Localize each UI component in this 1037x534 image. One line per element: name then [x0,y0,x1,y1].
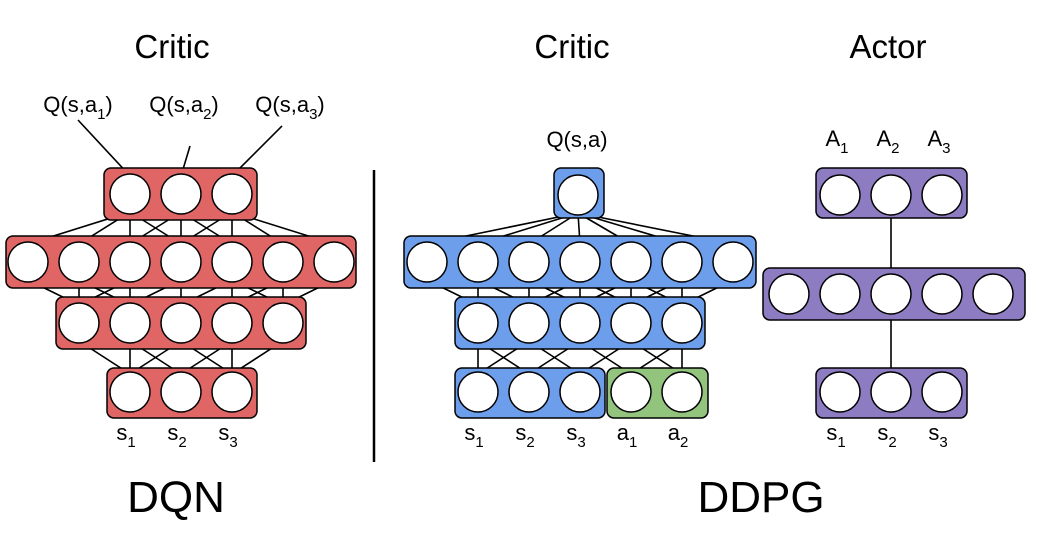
ddpg-critic-hidden-layer-1-neuron-7 [712,241,754,283]
ddpg-actor-input-label-3: s3 [928,420,947,451]
ddpg-critic-state-label-2: s2 [515,420,534,451]
ddpg-actor-hidden-layer-neuron-2 [819,273,861,315]
network-layers [5,167,1026,419]
ddpg-actor-output-layer-neuron-2 [870,174,912,216]
ddpg-critic-hidden-layer-1-neuron-6 [661,241,703,283]
ddpg-actor-output-label-1: A1 [825,126,848,157]
ddpg-actor-hidden-layer-neuron-1 [768,273,810,315]
dqn-output-edge-1 [77,119,131,177]
network-labels: Q(s,a1) Q(s,a2) Q(s,a3) s1 s2 s3 s1 s2 s3 a1 a2 A1 A… [43,92,950,451]
dqn-hidden-layer-1-neuron-6 [262,241,304,283]
dqn-output-label-1: Q(s,a1) [43,92,112,123]
ddpg-actor-title: Actor [849,28,926,65]
dqn-caption: DQN [127,473,225,522]
ddpg-actor-hidden-layer-neuron-5 [972,273,1014,315]
dqn-hidden-layer-2-neuron-5 [262,302,304,344]
dqn-critic-title: Critic [134,28,209,65]
ddpg-actor-input-label-1: s1 [826,420,845,451]
ddpg-actor-input-layer-neuron-1 [819,371,861,413]
ddpg-critic-state-label-1: s1 [464,420,483,451]
ddpg-actor-input-layer-neuron-3 [921,371,963,413]
ddpg-critic-hidden-layer-1-neuron-1 [406,241,448,283]
ddpg-critic-state-label-3: s3 [566,420,585,451]
ddpg-critic-action-input-layer-neuron-2 [661,371,703,413]
ddpg-actor-output-label-2: A2 [876,126,899,157]
dqn-hidden-layer-1-neuron-4 [160,241,202,283]
dqn-input-label-2: s2 [167,420,186,451]
ddpg-critic-hidden-layer-2-neuron-3 [559,302,601,344]
dqn-hidden-layer-2-neuron-1 [58,302,100,344]
ddpg-critic-state-input-layer-neuron-3 [559,371,601,413]
ddpg-actor-input-layer-neuron-2 [870,371,912,413]
ddpg-critic-hidden-layer-1-neuron-2 [457,241,499,283]
dqn-output-label-2: Q(s,a2) [149,92,218,123]
ddpg-critic-hidden-layer-1-neuron-4 [559,241,601,283]
dqn-input-layer-neuron-1 [109,371,151,413]
dqn-input-label-3: s3 [218,420,237,451]
ddpg-critic-hidden-layer-2-neuron-2 [508,302,550,344]
ddpg-critic-output-label: Q(s,a) [546,127,607,152]
ddpg-critic-action-label-2: a2 [668,420,689,451]
dqn-output-layer-neuron-2 [160,173,202,215]
dqn-hidden-layer-2-neuron-2 [109,302,151,344]
ddpg-critic-state-input-layer-neuron-1 [457,371,499,413]
ddpg-critic-action-label-1: a1 [617,420,638,451]
ddpg-actor-output-layer-neuron-1 [819,174,861,216]
dqn-input-layer-neuron-2 [160,371,202,413]
dqn-hidden-layer-1-neuron-2 [58,241,100,283]
ddpg-critic-hidden-layer-2-neuron-5 [661,302,703,344]
dqn-output-layer-neuron-3 [211,173,253,215]
dqn-hidden-layer-2-neuron-3 [160,302,202,344]
ddpg-critic-output-layer-neuron-1 [557,174,599,216]
ddpg-caption: DDPG [697,473,824,522]
dqn-hidden-layer-1-neuron-5 [211,241,253,283]
ddpg-critic-state-input-layer-neuron-2 [508,371,550,413]
dqn-hidden-layer-1-neuron-3 [109,241,151,283]
ddpg-critic-hidden-layer-1-neuron-5 [610,241,652,283]
ddpg-critic-hidden-layer-2-neuron-4 [610,302,652,344]
dqn-hidden-layer-1-neuron-1 [7,241,49,283]
ddpg-actor-output-layer-neuron-3 [921,174,963,216]
ddpg-actor-input-label-2: s2 [877,420,896,451]
dqn-hidden-layer-1-neuron-7 [313,241,355,283]
ddpg-critic-action-input-layer-neuron-1 [610,371,652,413]
dqn-output-layer-neuron-1 [109,173,151,215]
ddpg-actor-hidden-layer-neuron-3 [870,273,912,315]
dqn-output-label-3: Q(s,a3) [255,92,324,123]
ddpg-critic-hidden-layer-1-neuron-3 [508,241,550,283]
ddpg-critic-hidden-layer-2-neuron-1 [457,302,499,344]
ddpg-critic-title: Critic [534,28,609,65]
dqn-input-layer-neuron-3 [211,371,253,413]
dqn-hidden-layer-2-neuron-4 [211,302,253,344]
dqn-input-label-1: s1 [116,420,135,451]
ddpg-actor-output-label-3: A3 [927,126,950,157]
ddpg-actor-hidden-layer-neuron-4 [921,273,963,315]
